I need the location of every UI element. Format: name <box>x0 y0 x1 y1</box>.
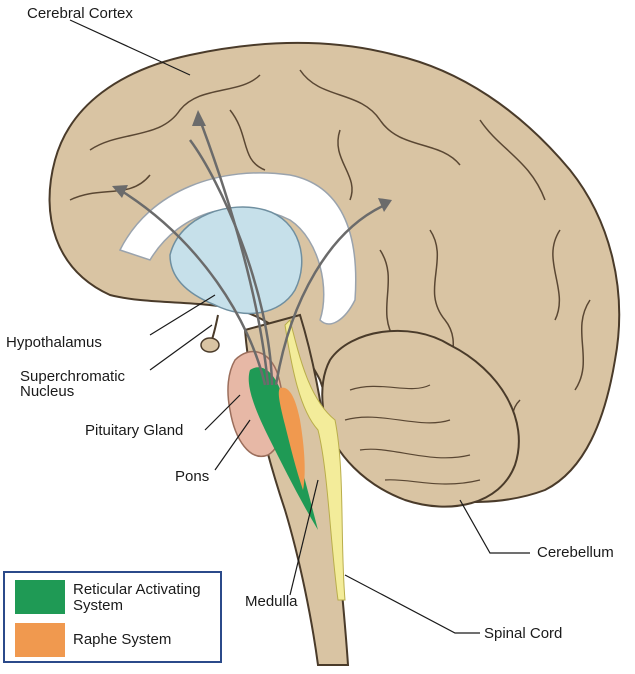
reticular-activating-system-shape <box>248 367 318 530</box>
label-spinal-cord: Spinal Cord <box>484 625 563 642</box>
tract-shape <box>284 319 346 601</box>
label-hypothalamus: Hypothalamus <box>6 334 102 351</box>
legend-label-reticular-line2: System <box>73 597 124 614</box>
pituitary-shape <box>200 314 220 353</box>
arrow-heads <box>112 110 392 212</box>
label-cerebellum: Cerebellum <box>537 544 614 561</box>
projection-arrows <box>119 119 386 386</box>
legend-label-reticular-line1: Reticular Activating <box>73 581 201 598</box>
label-cerebral-cortex: Cerebral Cortex <box>27 5 133 22</box>
raphe-system-shape <box>278 387 305 490</box>
label-superchromatic-line2: Nucleus <box>20 383 75 400</box>
label-superchromatic-line1: Superchromatic <box>20 368 126 385</box>
label-medulla: Medulla <box>245 593 298 610</box>
leader-lines <box>69 19 530 634</box>
legend-swatch-reticular <box>15 580 65 614</box>
label-pituitary-gland: Pituitary Gland <box>85 422 184 439</box>
thalamus-region <box>169 206 303 315</box>
label-pons: Pons <box>175 468 210 485</box>
legend-label-raphe: Raphe System <box>73 631 172 648</box>
legend-swatch-raphe <box>15 623 65 657</box>
cerebellum-folia <box>344 384 481 485</box>
legend: Reticular Activating System Raphe System <box>3 571 222 663</box>
